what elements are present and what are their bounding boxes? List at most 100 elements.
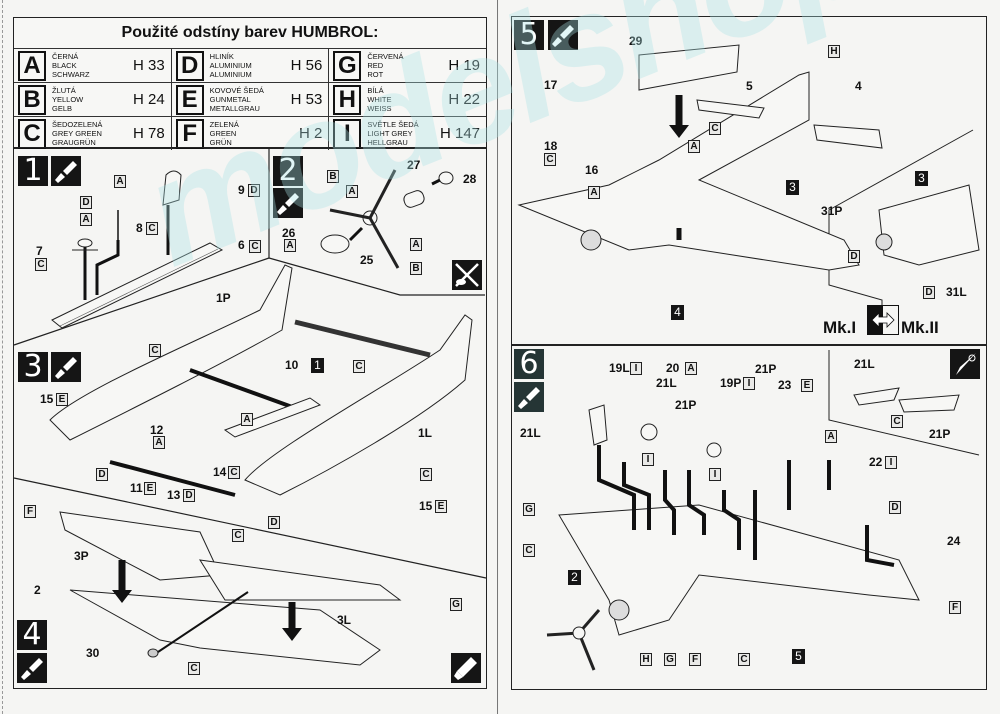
part-label: 21L [520,426,541,440]
color-name-en: GREEN [209,129,237,138]
color-ref: C [544,153,556,166]
floor-plate-6 [51,242,224,329]
part-label: 23 [778,378,792,392]
humbrol-code: H 22 [448,91,481,108]
color-letter: H [333,84,362,115]
knife-icon [950,349,980,379]
part-label: 3P [74,549,89,563]
color-ref: B [327,170,339,183]
part-label: 29 [629,34,643,48]
color-name-cz: ŠEDOZELENÁ [52,120,103,129]
arrow-column [95,240,120,295]
part-label: 28 [463,172,477,186]
part-28 [438,171,454,185]
color-ref: G [450,598,462,611]
color-table-title: Použité odstíny barev HUMBROL: [14,18,486,49]
part-label: 12 [150,423,164,437]
perforation-edge [2,0,3,714]
color-name-en: GUNMETAL [209,95,251,104]
color-name-en: BLACK [52,61,77,70]
color-name-en: ALUMINIUM [209,61,252,70]
color-ref: H [828,45,840,58]
engine-intake [580,229,602,251]
part-label: 19P [720,376,742,390]
left-page-diagrams [13,148,487,666]
color-ref: A [114,175,126,188]
color-ref: G [523,503,535,516]
fuselage-half-1L [244,314,473,496]
color-name-de: ROT [367,70,384,79]
part-label: 21L [854,357,875,371]
paint-brush-icon [548,20,578,50]
color-ref: D [889,501,901,514]
color-ref: D [183,489,195,502]
wing-upper-3L [199,559,402,601]
swap-arrows-icon [867,305,899,335]
color-ref: G [664,653,676,666]
paint-brush-icon [51,352,81,382]
color-ref: C [523,544,535,557]
color-name-de: GELB [52,104,73,113]
color-ref: A [688,140,700,153]
part-label: 10 [285,358,299,372]
color-ref: I [743,377,755,390]
canopy-part-17 [638,44,740,91]
color-ref: C [232,529,244,542]
color-letter: G [333,50,362,81]
paint-brush-icon [514,382,544,412]
color-ref: C [420,468,432,481]
color-ref: E [801,379,813,392]
color-name-de: GRAUGRÜN [52,138,96,147]
color-name-cz: BÍLÁ [367,86,384,95]
color-ref: F [949,601,961,614]
step-reference: 4 [671,305,684,320]
paint-brush-icon [17,653,47,683]
color-entry: HBÍLÁWHITEWEIßH 22 [329,83,486,116]
step3-step4-divider [13,477,487,579]
part-label: 5 [746,79,753,93]
part-label: 31L [946,285,967,299]
part-21L [588,404,608,446]
part-30 [147,648,159,658]
part-label: 21L [656,376,677,390]
step-6-frame [511,344,987,690]
color-name-cz: ČERVENÁ [367,52,404,61]
color-ref: A [80,213,92,226]
part-label: 13 [167,488,181,502]
part-label: 19L [609,361,630,375]
part-label: 27 [407,158,421,172]
step-4-number: 4 [17,620,47,650]
color-name-cz: ŽLUTÁ [52,86,76,95]
step-reference: 5 [792,649,805,664]
color-ref: B [410,262,422,275]
color-name-cz: SVĚTLE ŠEDÁ [367,120,419,129]
color-name-cz: ČERNÁ [52,52,79,61]
color-ref: A [346,185,358,198]
wing-lower-2 [69,589,381,666]
color-ref: D [848,250,860,263]
step-5-number: 5 [514,20,544,50]
color-ref: D [80,196,92,209]
part-label: 15 [40,392,54,406]
spinner-part-26 [320,234,350,254]
color-names: BÍLÁWHITEWEIß [367,86,448,113]
step-6-number: 6 [514,349,544,379]
part-label: 31P [821,204,843,218]
aircraft-body-step5 [517,71,860,271]
step-reference: 1 [311,358,324,373]
assembly-arrow-fuselage [294,319,431,358]
propeller-part-25 [320,169,454,269]
part-label: 7 [36,244,43,258]
part-label: 2 [34,583,41,597]
